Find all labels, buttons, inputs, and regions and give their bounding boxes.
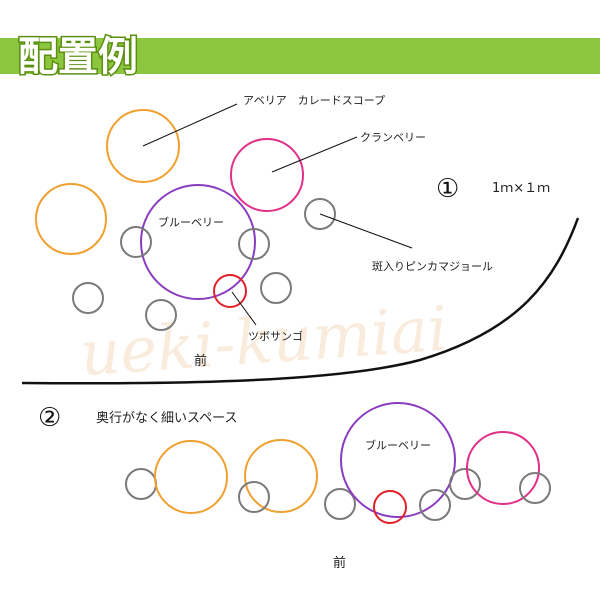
plant2-cranberry — [466, 431, 540, 505]
example2-description: 奥行がなく細いスペース — [96, 411, 237, 426]
plant2-lamium-6 — [519, 472, 551, 504]
leader-abelia — [142, 103, 238, 147]
plant2-blueberry — [340, 402, 456, 518]
leader-lamium — [319, 213, 413, 249]
plant2-coral — [373, 490, 407, 524]
plant2-abelia-2 — [244, 439, 318, 513]
leader-cranberry — [271, 136, 358, 173]
header-title: 配置例 — [18, 34, 138, 80]
plant-lamium-5 — [145, 299, 177, 331]
example2-number: ② — [38, 403, 61, 433]
example1-size: 1ｍ×１ｍ — [492, 181, 550, 196]
label-cranberry: クランベリー — [360, 131, 426, 144]
plant2-lamium-5 — [449, 468, 481, 500]
plant-coral — [213, 274, 247, 308]
example1-number: ① — [436, 174, 459, 204]
plant-lamium-1 — [304, 198, 336, 230]
plant2-lamium-1 — [125, 468, 157, 500]
plant-cranberry — [230, 138, 304, 212]
leader-coral — [231, 291, 257, 326]
plant-lamium-2 — [120, 226, 152, 258]
label-coral: ツボサンゴ — [248, 329, 303, 343]
plant-abelia-1 — [106, 109, 180, 183]
plant-lamium-4 — [72, 282, 104, 314]
plant-blueberry — [140, 184, 256, 300]
label-blueberry-1: ブルーベリー — [158, 215, 224, 229]
plant2-lamium-3 — [324, 488, 356, 520]
plant2-abelia-1 — [154, 440, 228, 514]
header-bar — [0, 38, 600, 74]
plant-lamium-3 — [238, 228, 270, 260]
label-blueberry-2: ブルーベリー — [365, 438, 431, 452]
label-lamium: 斑入りピンカマジョール — [372, 260, 493, 273]
label-front-2: 前 — [333, 555, 346, 571]
boundary-curve — [21, 217, 580, 385]
plant-lamium-6 — [260, 272, 292, 304]
plant2-lamium-2 — [238, 481, 270, 513]
plant2-lamium-4 — [419, 489, 451, 521]
plant-abelia-2 — [35, 183, 107, 255]
label-front-1: 前 — [194, 353, 207, 369]
label-abelia: アベリア カレードスコープ — [243, 94, 385, 107]
